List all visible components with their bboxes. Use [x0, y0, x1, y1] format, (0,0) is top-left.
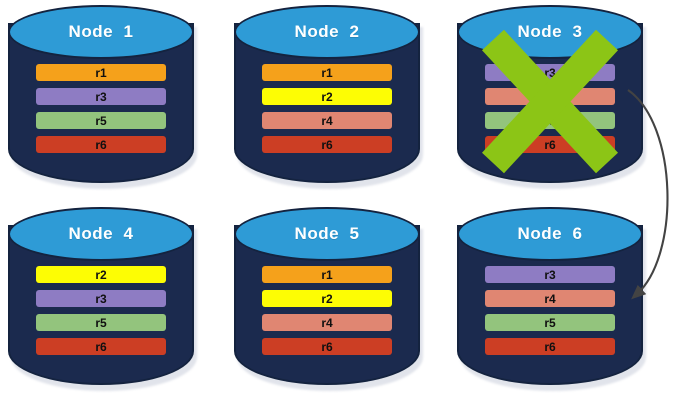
record-label: r2: [321, 291, 333, 306]
record-label: r6: [321, 137, 333, 152]
record-bar[interactable]: r6: [262, 136, 392, 153]
record-label: r5: [544, 315, 556, 330]
record-bar[interactable]: r2: [262, 290, 392, 307]
record-label: r6: [544, 339, 556, 354]
record-list: r1 r2 r4 r6: [234, 266, 420, 362]
node-title: Node 4: [68, 224, 134, 243]
record-list: r3 r4 r5 r6: [457, 266, 643, 362]
record-label: r3: [544, 267, 556, 282]
record-bar[interactable]: r5: [485, 314, 615, 331]
record-bar[interactable]: r1: [36, 64, 166, 81]
node-title: Node 2: [294, 22, 360, 41]
record-label: r5: [95, 315, 107, 330]
node-5[interactable]: r1 r2 r4 r6 Node 5: [234, 207, 423, 397]
record-bar[interactable]: r6: [485, 136, 615, 153]
record-label: r6: [544, 137, 556, 152]
record-bar[interactable]: r3: [36, 290, 166, 307]
record-bar[interactable]: r2: [36, 266, 166, 283]
record-list: r2 r3 r5 r6: [8, 266, 194, 362]
node-1[interactable]: r1 r3 r5 r6 Node 1: [8, 5, 197, 195]
node-6[interactable]: r3 r4 r5 r6 Node 6: [457, 207, 646, 397]
record-label: r4: [321, 113, 333, 128]
record-bar[interactable]: r6: [485, 338, 615, 355]
node-cylinder-top: Node 4: [8, 207, 194, 261]
record-bar[interactable]: r2: [262, 88, 392, 105]
record-label: r2: [321, 89, 333, 104]
record-label: r1: [95, 65, 107, 80]
record-bar[interactable]: r5: [485, 112, 615, 129]
node-2[interactable]: r1 r2 r4 r6 Node 2: [234, 5, 423, 195]
record-bar[interactable]: r4: [262, 112, 392, 129]
node-title: Node 5: [294, 224, 360, 243]
node-title: Node 6: [517, 224, 583, 243]
record-label: r3: [95, 89, 107, 104]
record-bar[interactable]: r6: [262, 338, 392, 355]
record-bar[interactable]: r6: [36, 136, 166, 153]
record-label: r6: [95, 137, 107, 152]
record-bar[interactable]: r4: [485, 290, 615, 307]
record-label: r5: [544, 113, 556, 128]
record-label: r4: [544, 291, 556, 306]
record-list: r1 r2 r4 r6: [234, 64, 420, 160]
node-cylinder-top: Node 6: [457, 207, 643, 261]
record-label: r4: [321, 315, 333, 330]
record-bar[interactable]: r1: [262, 64, 392, 81]
record-label: r6: [95, 339, 107, 354]
record-label: r5: [95, 113, 107, 128]
record-label: r1: [321, 65, 333, 80]
record-list: r3 r4 r5 r6: [457, 64, 643, 160]
node-cylinder-top: Node 3: [457, 5, 643, 59]
record-label: r6: [321, 339, 333, 354]
record-bar[interactable]: r6: [36, 338, 166, 355]
record-bar[interactable]: r4: [262, 314, 392, 331]
node-cylinder-top: Node 5: [234, 207, 420, 261]
node-cylinder-top: Node 1: [8, 5, 194, 59]
record-label: r2: [95, 267, 107, 282]
record-bar[interactable]: r3: [36, 88, 166, 105]
record-bar[interactable]: r1: [262, 266, 392, 283]
record-label: r3: [95, 291, 107, 306]
record-bar[interactable]: r5: [36, 112, 166, 129]
node-cylinder-top: Node 2: [234, 5, 420, 59]
record-label: r4: [544, 89, 556, 104]
record-bar[interactable]: r3: [485, 266, 615, 283]
record-list: r1 r3 r5 r6: [8, 64, 194, 160]
node-4[interactable]: r2 r3 r5 r6 Node 4: [8, 207, 197, 397]
node-3[interactable]: r3 r4 r5 r6 Node 3: [457, 5, 646, 195]
node-title: Node 3: [517, 22, 583, 41]
record-label: r3: [544, 65, 556, 80]
record-bar[interactable]: r5: [36, 314, 166, 331]
record-label: r1: [321, 267, 333, 282]
record-bar[interactable]: r3: [485, 64, 615, 81]
node-title: Node 1: [68, 22, 134, 41]
record-bar[interactable]: r4: [485, 88, 615, 105]
